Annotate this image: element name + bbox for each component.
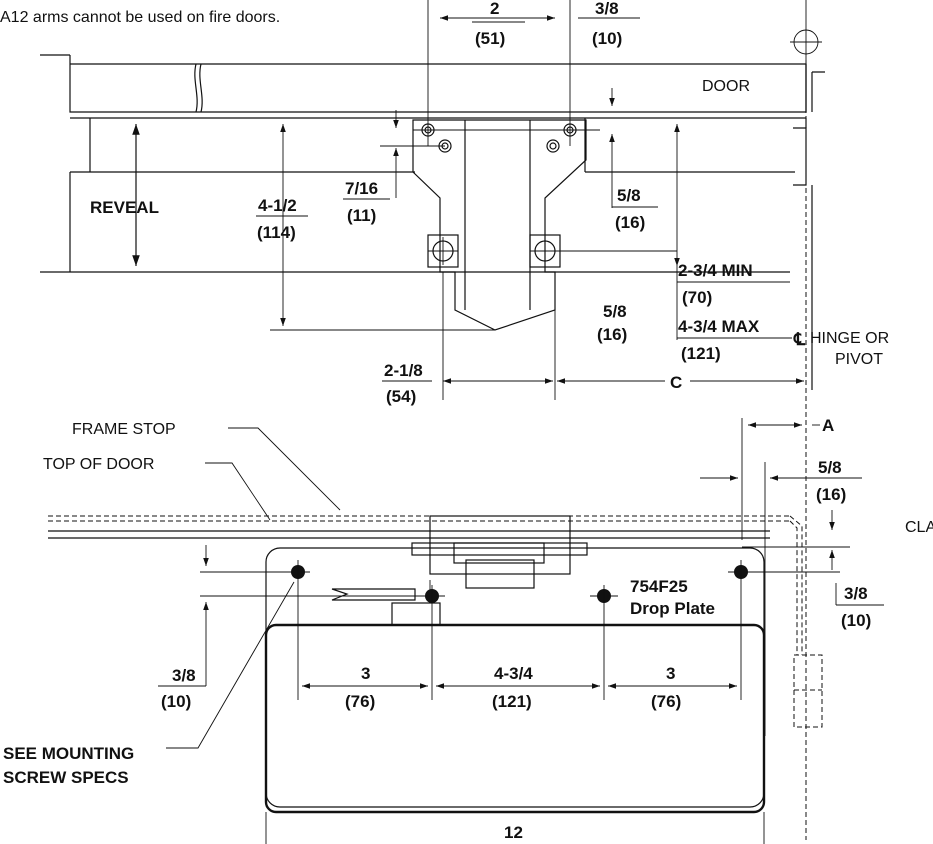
dim-3-8-left-mm: (10) bbox=[161, 692, 191, 711]
frame-reveal: REVEAL bbox=[40, 60, 825, 840]
dim-4-3-4-mm: (121) bbox=[492, 692, 532, 711]
top-of-door-lines: CLA bbox=[48, 510, 933, 728]
dim-2-1-8: 2-1/8 bbox=[384, 361, 423, 380]
fire-door-note: A12 arms cannot be used on fire doors. bbox=[0, 9, 280, 26]
mounting-holes bbox=[200, 560, 760, 700]
see-screw-specs-1: SEE MOUNTING bbox=[3, 744, 134, 763]
dim-3-a-mm: (76) bbox=[345, 692, 375, 711]
dim-top-38-mm: (10) bbox=[592, 29, 622, 48]
dim-4-3-4: 4-3/4 bbox=[494, 664, 533, 683]
dim-5-8-c-mm: (16) bbox=[816, 485, 846, 504]
dim-5-8-a: 5/8 bbox=[617, 186, 641, 205]
dim-top-2-mm: (51) bbox=[475, 29, 505, 48]
dim-7-16: 7/16 bbox=[345, 179, 378, 198]
dim-5-8-a-mm: (16) bbox=[615, 213, 645, 232]
dim-c-top: C bbox=[670, 373, 682, 392]
centerline-symbol: ℄ bbox=[793, 330, 806, 349]
see-screw-specs-2: SCREW SPECS bbox=[3, 768, 129, 787]
crosshair-icon bbox=[790, 0, 822, 62]
door-label: DOOR bbox=[702, 78, 750, 95]
dim-7-16-mm: (11) bbox=[347, 206, 376, 225]
dim-5-8-c: 5/8 bbox=[818, 458, 842, 477]
dim-12: 12 bbox=[504, 823, 523, 842]
dim-2-1-8-mm: (54) bbox=[386, 387, 416, 406]
dim-4-3-4-max: 4-3/4 MAX bbox=[678, 317, 760, 336]
dim-top-2: 2 bbox=[490, 0, 499, 18]
dim-5-8-b-mm: (16) bbox=[597, 325, 627, 344]
dim-5-8-b: 5/8 bbox=[603, 302, 627, 321]
hinge-label-line1: HINGE OR bbox=[810, 330, 889, 347]
arm-bracket bbox=[270, 0, 600, 400]
dim-3-b: 3 bbox=[666, 664, 675, 683]
dim-3-8-left: 3/8 bbox=[172, 666, 196, 685]
dim-2-3-4-min-mm: (70) bbox=[682, 288, 712, 307]
dim-3-8-right: 3/8 bbox=[844, 584, 868, 603]
top-of-door-label: TOP OF DOOR bbox=[43, 456, 154, 473]
door-section: DOOR bbox=[40, 54, 807, 172]
hinge-label-line2: PIVOT bbox=[835, 351, 883, 368]
dim-3-8-right-mm: (10) bbox=[841, 611, 871, 630]
dim-top-38: 3/8 bbox=[595, 0, 619, 18]
dim-4-3-4-max-mm: (121) bbox=[681, 344, 721, 363]
dim-4-1-2: 4-1/2 bbox=[258, 196, 297, 215]
dim-2-3-4-min: 2-3/4 MIN bbox=[678, 261, 753, 280]
dim-3-a: 3 bbox=[361, 664, 370, 683]
clearance-label: CLA bbox=[905, 519, 933, 536]
dim-a: A bbox=[822, 416, 834, 435]
drop-plate-model: 754F25 bbox=[630, 577, 688, 596]
dim-4-1-2-mm: (114) bbox=[257, 223, 296, 242]
dim-3-b-mm: (76) bbox=[651, 692, 681, 711]
frame-stop-label: FRAME STOP bbox=[72, 421, 176, 438]
drop-plate-label: Drop Plate bbox=[630, 599, 715, 618]
reveal-label: REVEAL bbox=[90, 198, 159, 217]
